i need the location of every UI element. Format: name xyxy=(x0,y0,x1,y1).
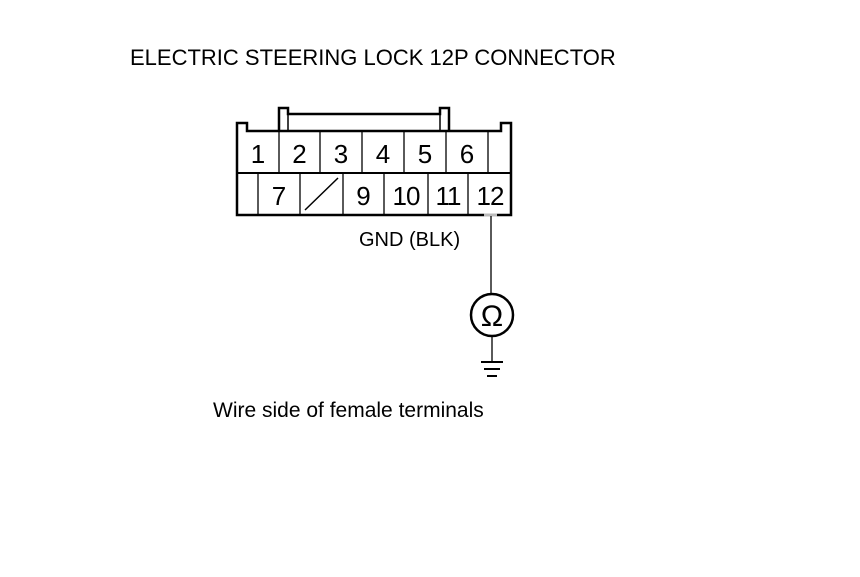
pin-label-1: 1 xyxy=(251,139,265,169)
pin-label-4: 4 xyxy=(376,139,390,169)
pin-label-7: 7 xyxy=(272,181,286,211)
diagram-title: ELECTRIC STEERING LOCK 12P CONNECTOR xyxy=(130,45,616,70)
pin-label-3: 3 xyxy=(334,139,348,169)
pin-label-11: 11 xyxy=(436,181,462,211)
pin-label-5: 5 xyxy=(418,139,432,169)
connector-outline xyxy=(235,121,513,217)
pin-label-6: 6 xyxy=(460,139,474,169)
connector-lock-tab xyxy=(277,106,451,131)
ohm-symbol: Ω xyxy=(481,300,503,333)
diagram-caption: Wire side of female terminals xyxy=(213,399,484,422)
wire-label: GND (BLK) xyxy=(359,229,460,251)
pin-label-9: 9 xyxy=(356,181,370,211)
pin-label-10: 10 xyxy=(393,181,420,211)
ohmmeter-icon: Ω xyxy=(469,292,515,338)
pin-label-12: 12 xyxy=(477,181,504,211)
bottom-row-pins: 7 9 10 11 12 xyxy=(272,181,505,211)
ground-symbol-icon xyxy=(481,361,503,377)
connector-grid xyxy=(237,131,511,215)
unused-cavity-slash xyxy=(304,177,339,211)
top-row-pins: 1 2 3 4 5 6 xyxy=(251,139,474,169)
connector-housing xyxy=(235,106,513,217)
pin-label-2: 2 xyxy=(292,139,306,169)
